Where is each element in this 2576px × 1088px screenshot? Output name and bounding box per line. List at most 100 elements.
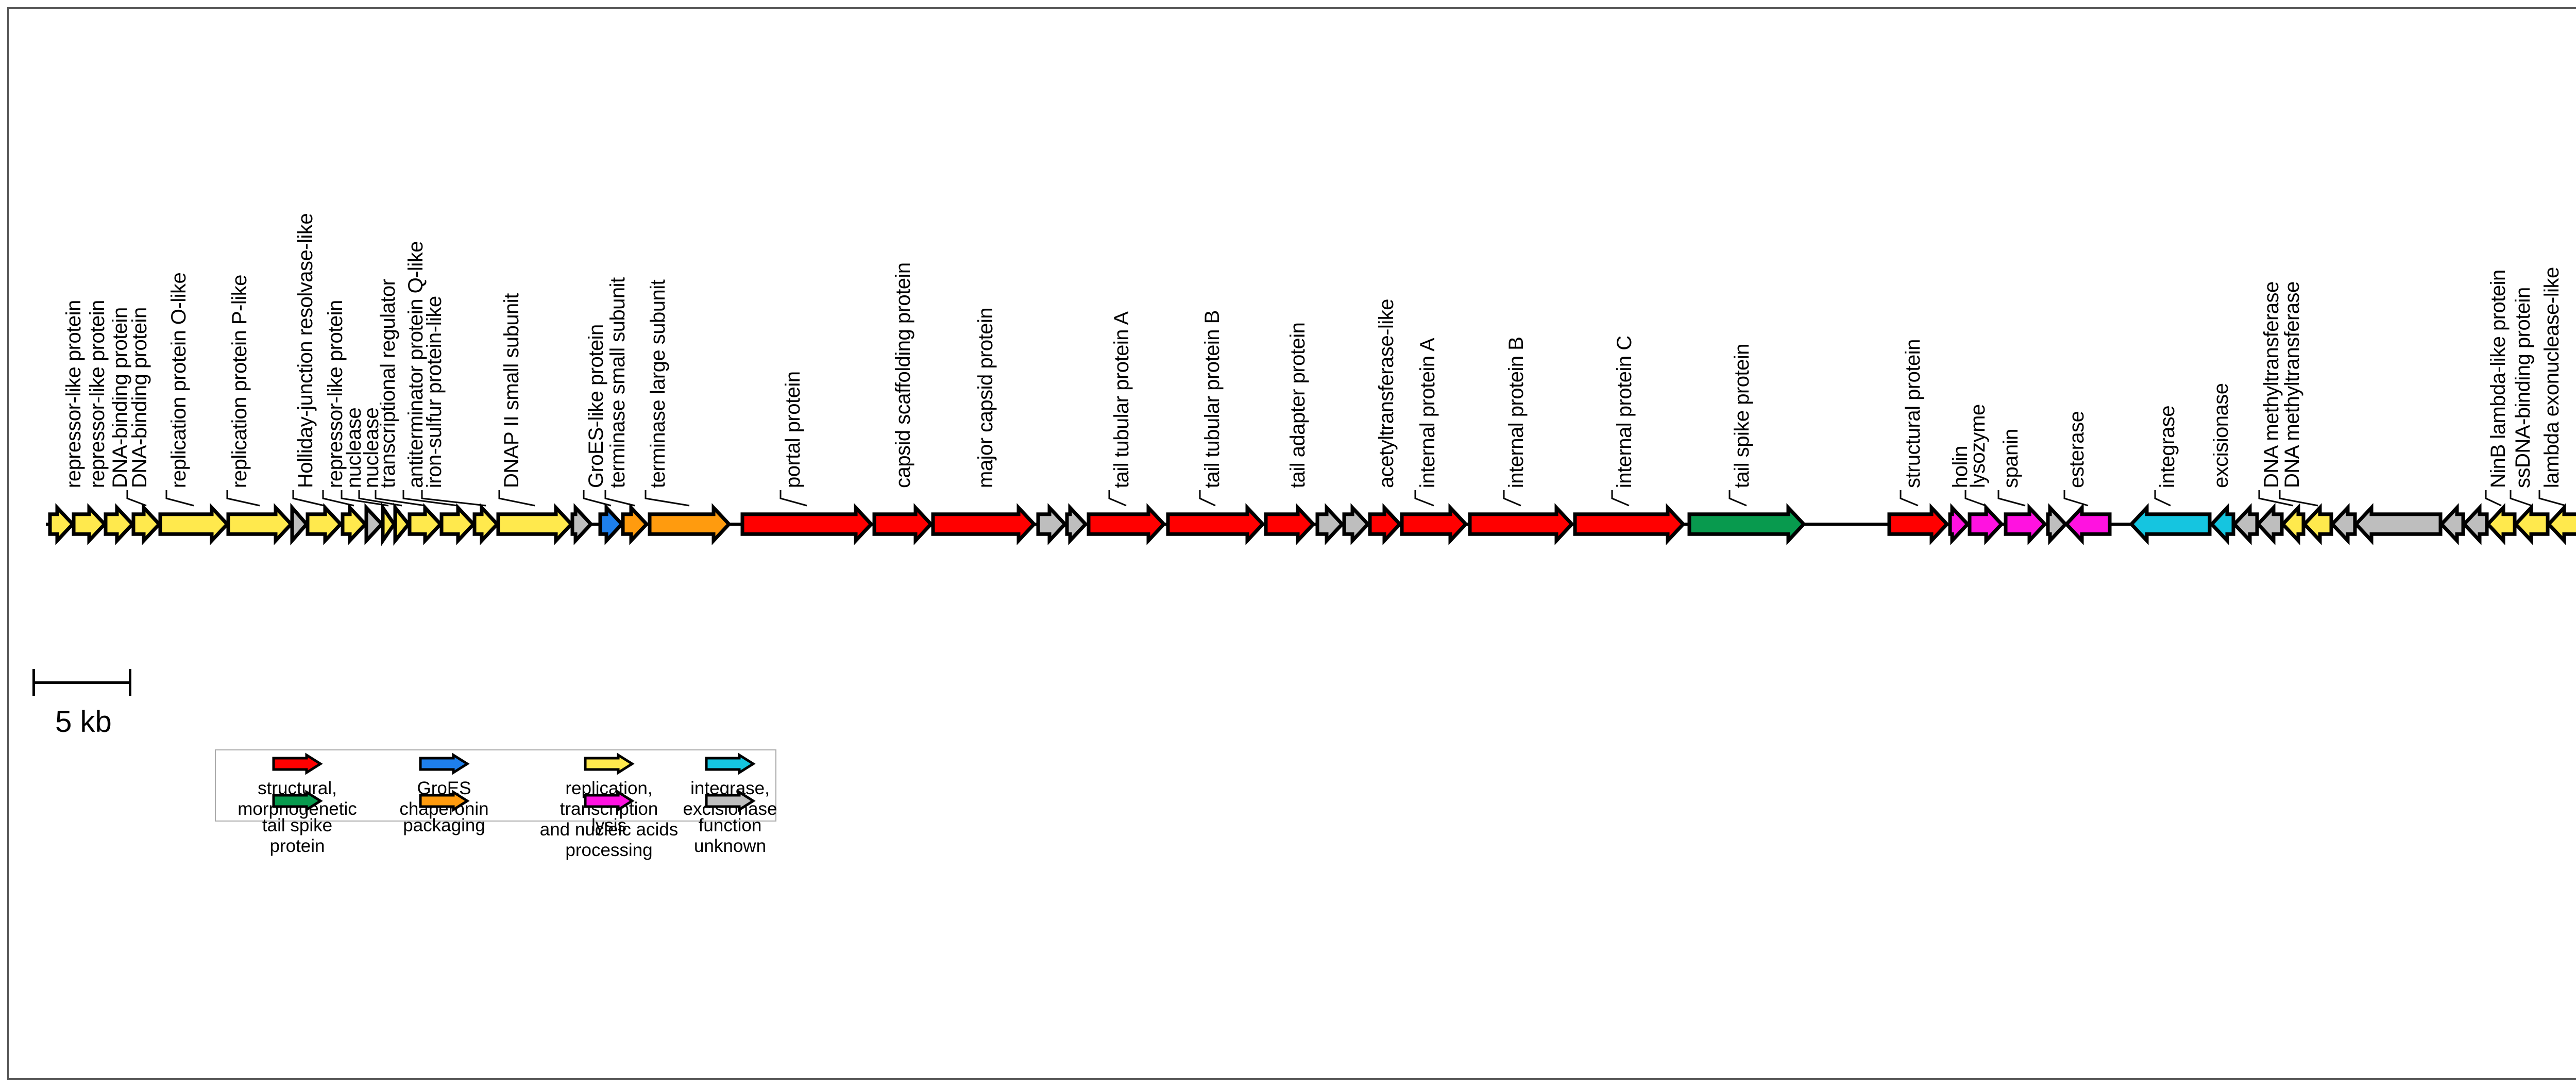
gene-arrow[interactable]: [1468, 503, 1574, 545]
legend-arrow-replication-transcription: [524, 752, 694, 775]
gene-label: ssDNA-binding protein: [2512, 287, 2534, 488]
legend-arrow-groes-chaperonin: [380, 752, 509, 775]
gene-arrow[interactable]: [931, 503, 1037, 545]
gene-arrow[interactable]: [2256, 503, 2284, 545]
label-leader-line: [402, 490, 458, 507]
gene-arrow[interactable]: [2046, 503, 2068, 545]
gene-label: NinB lambda-like protein: [2487, 270, 2510, 488]
gene-arrow[interactable]: [496, 503, 574, 545]
gene-label-leader-lines: [126, 490, 2566, 507]
gene-arrow[interactable]: [648, 503, 732, 545]
scale-bar-tick-left: [32, 669, 35, 696]
gene-label: replication protein O-like: [167, 272, 190, 488]
legend-arrow-integrase-excisionase: [679, 752, 782, 775]
gene-arrow[interactable]: [393, 503, 411, 546]
gene-arrow[interactable]: [2064, 503, 2112, 545]
gene-arrow[interactable]: [1264, 503, 1316, 545]
label-leader-line: [358, 490, 402, 507]
scale-bar-label: 5 kb: [55, 705, 112, 739]
gene-arrow[interactable]: [598, 503, 624, 545]
gene-arrow[interactable]: [226, 503, 294, 545]
legend-arrow-glyph: [705, 790, 756, 812]
legend-arrow-packaging: [380, 790, 509, 812]
legend-arrow-glyph: [584, 790, 635, 812]
gene-label: tail spike protein: [1731, 343, 1753, 488]
legend-item-lysis[interactable]: lysis: [524, 790, 694, 836]
gene-arrow[interactable]: [72, 503, 107, 545]
gene-arrow[interactable]: [2232, 503, 2259, 545]
gene-arrow[interactable]: [1400, 503, 1468, 545]
gene-arrow[interactable]: [2330, 503, 2357, 545]
gene-label: portal protein: [782, 371, 804, 488]
gene-arrow[interactable]: [2302, 503, 2333, 545]
gene-arrow[interactable]: [131, 503, 162, 545]
label-leader-line: [1611, 490, 1630, 507]
gene-arrows: [48, 501, 2576, 547]
gene-arrow[interactable]: [1368, 503, 1402, 545]
legend-arrow-glyph: [705, 752, 756, 775]
label-leader-line: [375, 490, 426, 507]
gene-label: DNA methyltransferase: [2260, 281, 2283, 488]
legend-arrow-function-unknown: [679, 790, 782, 812]
gene-label: major capsid protein: [974, 307, 997, 488]
legend-item-tail-spike-protein[interactable]: tail spike protein: [235, 790, 359, 857]
gene-arrow[interactable]: [1087, 503, 1166, 545]
gene-arrow[interactable]: [408, 503, 443, 545]
gene-arrow[interactable]: [2462, 503, 2489, 545]
gene-arrow[interactable]: [2353, 503, 2443, 545]
gene-arrow[interactable]: [1887, 503, 1950, 545]
gene-arrow[interactable]: [2280, 503, 2306, 545]
gene-label: DNA-binding protein: [128, 307, 151, 488]
gene-arrow[interactable]: [2546, 503, 2576, 545]
gene-label: integrase: [2156, 405, 2179, 488]
gene-arrow[interactable]: [1065, 503, 1088, 545]
gene-arrow[interactable]: [158, 503, 230, 545]
gene-arrow[interactable]: [2129, 503, 2212, 545]
gene-label: DNA methyltransferase: [2281, 281, 2303, 488]
gene-arrow[interactable]: [472, 503, 500, 545]
gene-label: tail tubular protein A: [1110, 311, 1133, 488]
legend-arrow-glyph: [419, 752, 470, 775]
gene-label: excisionase: [2210, 383, 2232, 488]
gene-arrow[interactable]: [2209, 503, 2235, 545]
gene-arrow[interactable]: [1687, 503, 1806, 545]
gene-arrow[interactable]: [2439, 503, 2465, 545]
label-leader-line: [1997, 490, 2026, 507]
gene-arrow[interactable]: [1166, 503, 1265, 545]
gene-arrow[interactable]: [1948, 503, 1970, 545]
gene-arrow[interactable]: [306, 503, 343, 545]
label-leader-line: [2258, 490, 2294, 507]
gene-arrow[interactable]: [2513, 503, 2550, 545]
label-leader-line: [2510, 490, 2532, 507]
label-leader-line: [1728, 490, 1747, 507]
gene-arrow[interactable]: [740, 503, 874, 545]
gene-label: lysozyme: [1967, 404, 1989, 488]
gene-arrow[interactable]: [1342, 503, 1370, 545]
gene-label: structural protein: [1902, 339, 1924, 488]
gene-arrow[interactable]: [290, 503, 309, 546]
legend-item-packaging[interactable]: packaging: [380, 790, 509, 836]
gene-arrow[interactable]: [1573, 503, 1686, 545]
gene-arrow[interactable]: [364, 503, 384, 545]
gene-arrow[interactable]: [439, 503, 476, 545]
gene-arrow[interactable]: [1315, 503, 1345, 545]
gene-arrow[interactable]: [2485, 503, 2517, 545]
gene-arrow[interactable]: [621, 503, 649, 545]
gene-arrow[interactable]: [341, 503, 368, 545]
gene-arrow[interactable]: [1036, 503, 1067, 545]
gene-label: Holliday-junction resolvase-like: [294, 213, 317, 488]
gene-arrow[interactable]: [2004, 503, 2047, 545]
gene-arrow[interactable]: [1968, 503, 2004, 545]
label-leader-line: [583, 490, 612, 507]
legend-item-function-unknown[interactable]: function unknown: [679, 790, 782, 857]
gene-arrow[interactable]: [872, 503, 934, 545]
label-leader-line: [1199, 490, 1216, 507]
gene-label: replication protein P-like: [228, 275, 251, 488]
label-leader-line: [421, 490, 486, 507]
gene-arrow[interactable]: [381, 501, 397, 547]
label-leader-line: [2154, 490, 2171, 507]
gene-arrow[interactable]: [104, 503, 135, 545]
gene-arrow[interactable]: [48, 503, 75, 545]
gene-arrow[interactable]: [570, 503, 594, 545]
